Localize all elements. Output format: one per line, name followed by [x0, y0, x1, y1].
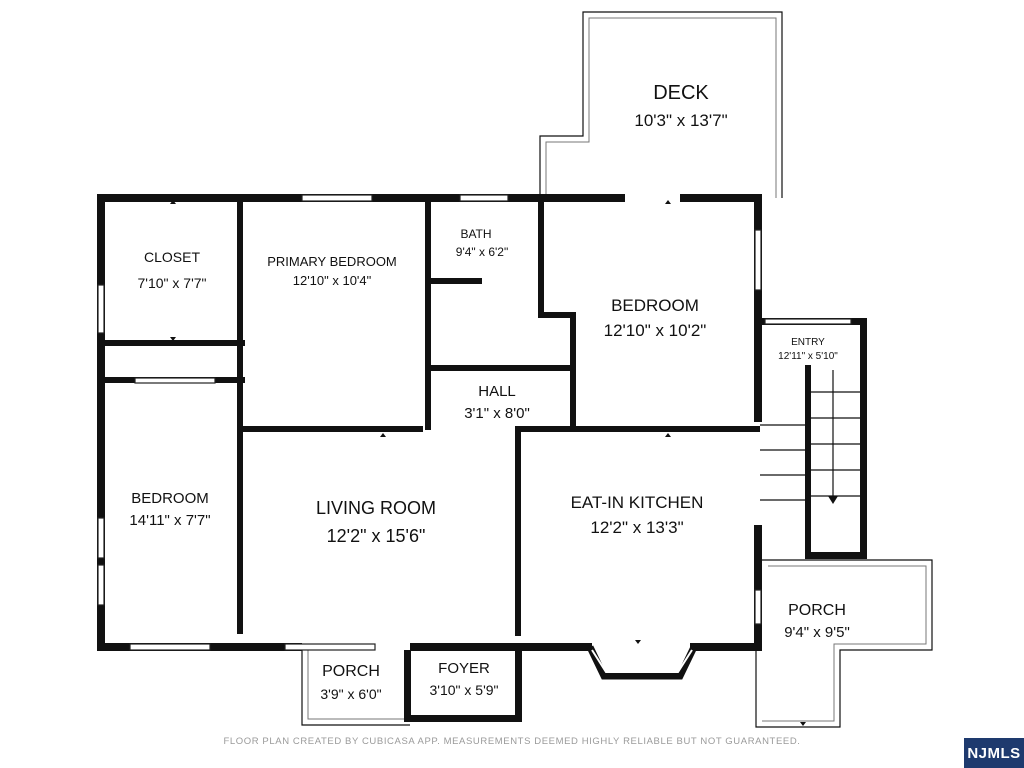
room-name: HALL	[478, 383, 516, 400]
disclaimer-footer: FLOOR PLAN CREATED BY CUBICASA APP. MEAS…	[223, 736, 801, 747]
room-dims: 12'10" x 10'4"	[293, 273, 372, 288]
room-dims: 12'11" x 5'10"	[778, 351, 838, 362]
room-closet: CLOSET 7'10" x 7'7"	[138, 249, 207, 291]
room-name: EAT-IN KITCHEN	[571, 493, 704, 512]
room-name: CLOSET	[144, 249, 200, 265]
room-dims: 12'2" x 15'6"	[327, 526, 426, 546]
room-bedroom-left: BEDROOM 14'11" x 7'7"	[129, 490, 210, 529]
room-dims: 3'9" x 6'0"	[320, 686, 381, 702]
room-foyer: FOYER 3'10" x 5'9"	[430, 660, 499, 698]
room-name: PORCH	[322, 663, 380, 680]
room-name: BEDROOM	[611, 296, 699, 315]
room-dims: 12'2" x 13'3"	[590, 518, 683, 537]
room-hall: HALL 3'1" x 8'0"	[464, 383, 530, 422]
room-deck: DECK 10'3" x 13'7"	[634, 82, 727, 130]
room-name: BATH	[460, 227, 491, 241]
room-name: FOYER	[438, 660, 490, 677]
mls-badge: NJMLS	[964, 738, 1024, 768]
room-name: DECK	[653, 82, 709, 104]
room-living-room: LIVING ROOM 12'2" x 15'6"	[316, 498, 436, 546]
room-bath: BATH 9'4" x 6'2"	[456, 227, 508, 259]
room-porch-right: PORCH 9'4" x 9'5"	[784, 602, 850, 641]
room-dims: 3'10" x 5'9"	[430, 682, 499, 698]
room-bedroom-right: BEDROOM 12'10" x 10'2"	[604, 296, 707, 340]
deck-outline	[539, 11, 783, 198]
room-dims: 14'11" x 7'7"	[129, 512, 210, 529]
porch-right-outline	[755, 559, 933, 728]
bay-window	[586, 645, 698, 680]
room-name: LIVING ROOM	[316, 498, 436, 518]
stairs	[760, 370, 860, 504]
interior-walls	[97, 194, 760, 636]
room-name: ENTRY	[791, 337, 825, 348]
room-dims: 9'4" x 9'5"	[784, 624, 850, 641]
room-dims: 3'1" x 8'0"	[464, 405, 530, 422]
room-dims: 9'4" x 6'2"	[456, 245, 508, 259]
room-entry: ENTRY 12'11" x 5'10"	[778, 337, 838, 362]
room-name: PRIMARY BEDROOM	[267, 254, 397, 269]
room-primary-bedroom: PRIMARY BEDROOM 12'10" x 10'4"	[267, 254, 397, 288]
room-dims: 7'10" x 7'7"	[138, 275, 207, 291]
room-kitchen: EAT-IN KITCHEN 12'2" x 13'3"	[571, 493, 704, 537]
windows	[97, 194, 852, 651]
room-name: BEDROOM	[131, 490, 209, 507]
room-dims: 12'10" x 10'2"	[604, 321, 707, 340]
door-ticks	[170, 200, 806, 726]
room-dims: 10'3" x 13'7"	[634, 111, 727, 130]
porch-front-outline	[301, 650, 410, 726]
room-porch-front: PORCH 3'9" x 6'0"	[320, 663, 381, 702]
room-name: PORCH	[788, 602, 846, 619]
